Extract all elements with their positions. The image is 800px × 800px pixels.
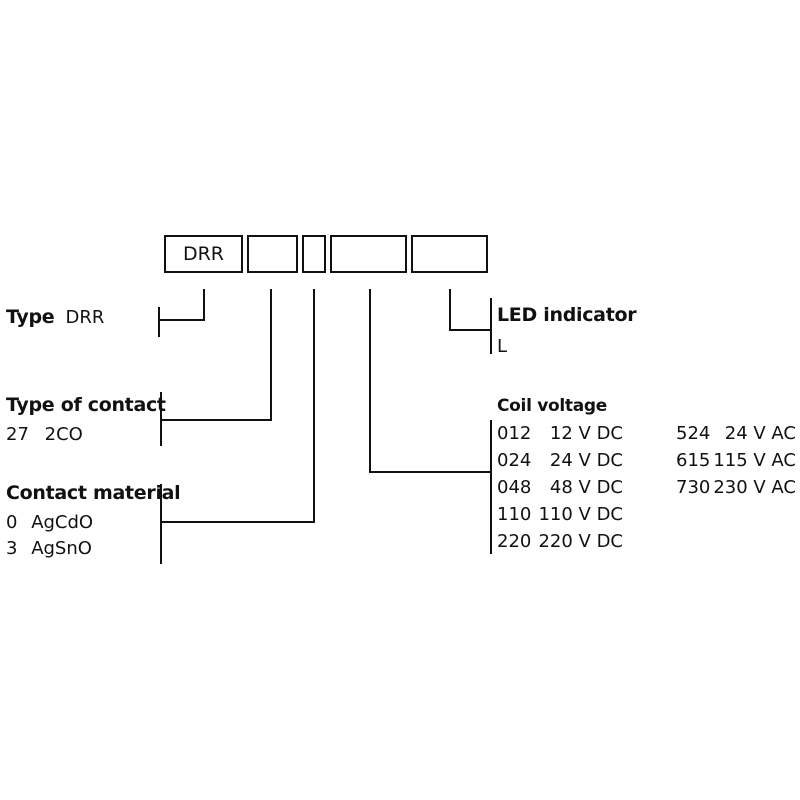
led-indicator-heading: LED indicator: [497, 304, 637, 326]
coil-code: 615: [676, 450, 711, 471]
coil-code: 024: [497, 450, 532, 471]
contact-material-heading: Contact material: [6, 482, 181, 504]
coil-dc-row: 024 24 V DC: [497, 450, 623, 476]
code-box-led: [411, 235, 488, 273]
connector-contact-h: [160, 419, 272, 421]
coil-dc-row: 220 220 V DC: [497, 531, 623, 557]
coil-dc-row: 012 12 V DC: [497, 423, 623, 449]
coil-code: 524: [676, 423, 711, 444]
coil-value: 110 V DC: [538, 504, 623, 525]
material-option: 3 AgSnO: [6, 538, 92, 559]
code-box-coil-voltage: [330, 235, 407, 273]
bracket-led: [490, 298, 492, 354]
connector-led: [449, 289, 451, 331]
contact-option-desc: 2CO: [44, 424, 83, 445]
type-heading: Type: [6, 306, 55, 328]
connector-type-h: [158, 319, 205, 321]
coil-value: 220 V DC: [538, 531, 623, 552]
connector-led-h: [449, 329, 492, 331]
led-option: L: [497, 336, 508, 357]
coil-ac-row: 730 230 V AC: [676, 477, 796, 503]
coil-value: 115 V AC: [713, 450, 796, 471]
code-box-type-label: DRR: [182, 243, 225, 265]
contact-option: 27 2CO: [6, 424, 83, 445]
material-option: 0 AgCdO: [6, 512, 93, 533]
contact-option-code: 27: [6, 424, 29, 445]
coil-code: 220: [497, 531, 532, 552]
connector-type: [203, 289, 205, 321]
connector-material: [313, 289, 315, 523]
type-section: Type DRR: [6, 306, 104, 328]
coil-code: 110: [497, 504, 532, 525]
material-option-code: 0: [6, 512, 18, 533]
connector-material-h: [160, 521, 315, 523]
connector-contact: [270, 289, 272, 421]
code-box-type: DRR: [164, 235, 243, 273]
type-of-contact-heading: Type of contact: [6, 394, 166, 416]
material-option-desc: AgCdO: [31, 512, 94, 533]
coil-value: 24 V AC: [724, 423, 796, 444]
code-box-material: [302, 235, 326, 273]
bracket-coil: [490, 420, 492, 554]
connector-coil: [369, 289, 371, 473]
material-option-code: 3: [6, 538, 18, 559]
coil-code: 048: [497, 477, 532, 498]
coil-value: 12 V DC: [549, 423, 623, 444]
coil-value: 24 V DC: [549, 450, 623, 471]
code-box-contact: [247, 235, 298, 273]
coil-ac-row: 524 24 V AC: [676, 423, 796, 449]
coil-code: 012: [497, 423, 532, 444]
coil-ac-row: 615 115 V AC: [676, 450, 796, 476]
coil-value: 230 V AC: [713, 477, 796, 498]
bracket-type: [158, 307, 160, 337]
bracket-contact: [160, 392, 162, 446]
coil-code: 730: [676, 477, 711, 498]
type-value: DRR: [65, 307, 105, 328]
bracket-material: [160, 484, 162, 564]
connector-coil-h: [369, 471, 492, 473]
coil-voltage-heading: Coil voltage: [497, 396, 608, 416]
coil-value: 48 V DC: [549, 477, 623, 498]
coil-dc-row: 048 48 V DC: [497, 477, 623, 503]
material-option-desc: AgSnO: [31, 538, 92, 559]
coil-dc-row: 110 110 V DC: [497, 504, 623, 530]
